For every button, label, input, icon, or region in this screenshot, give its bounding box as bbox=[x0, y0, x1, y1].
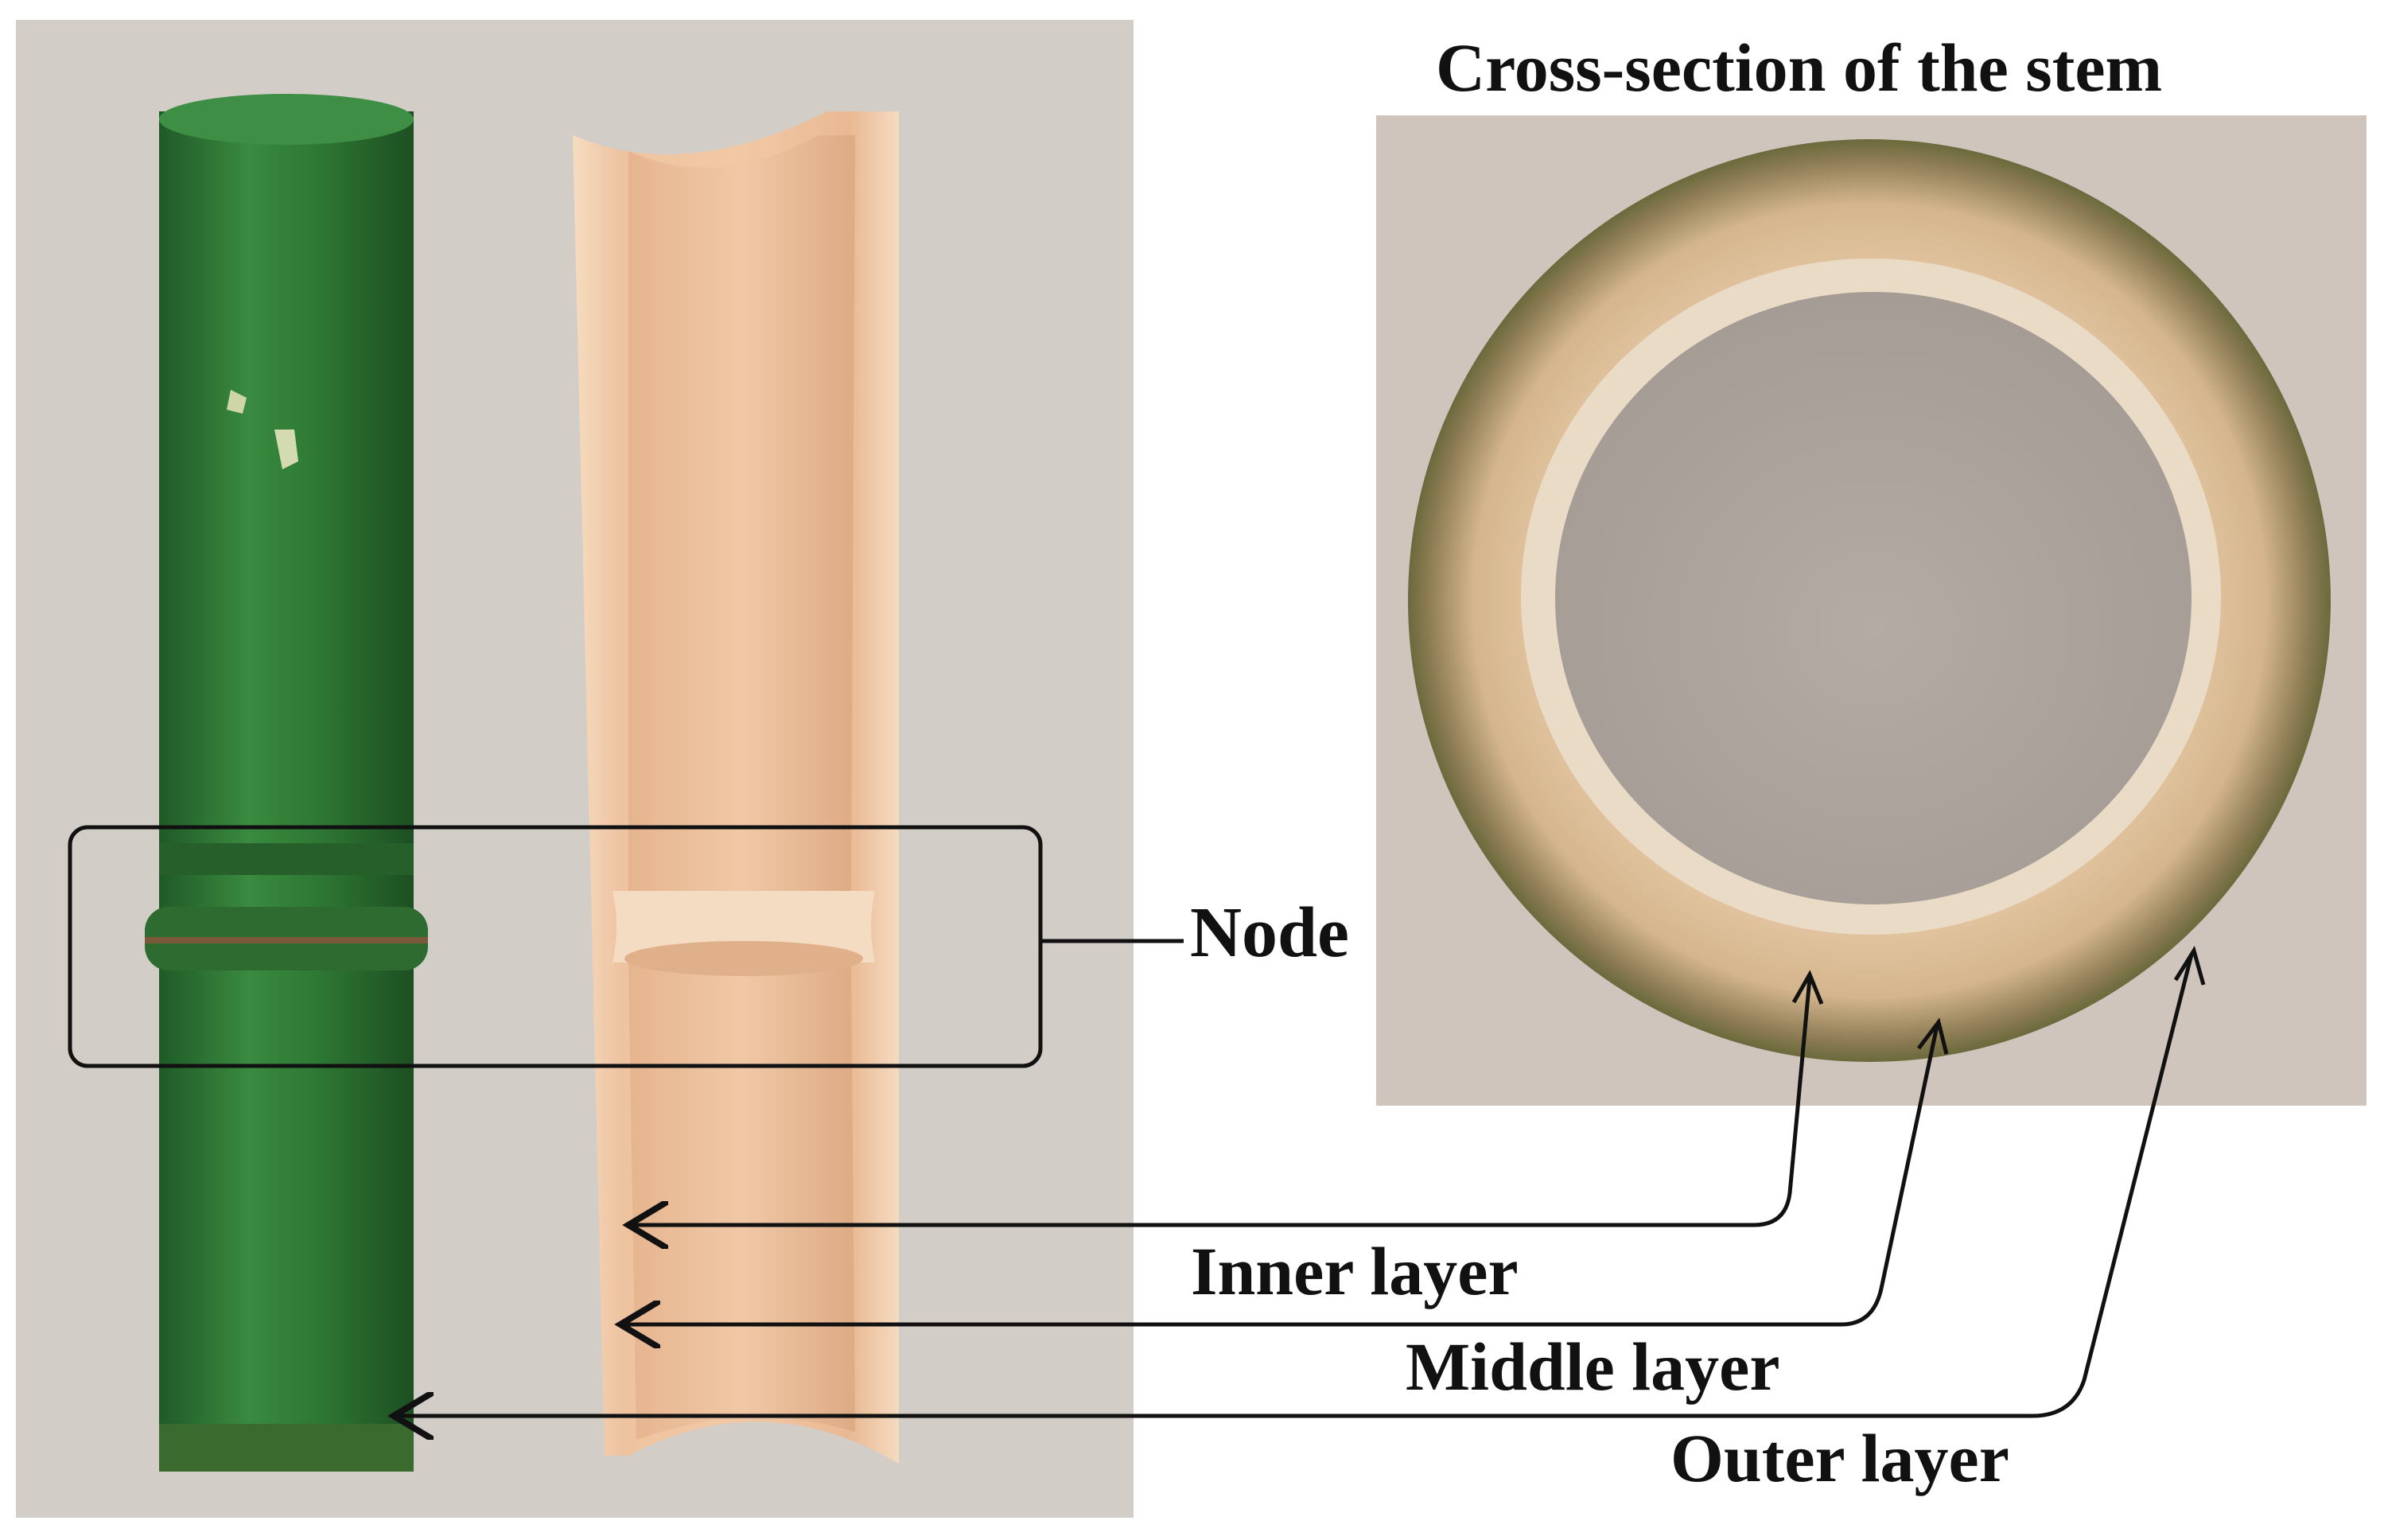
node-label: Node bbox=[1190, 893, 1349, 972]
middle-layer-label: Middle layer bbox=[1406, 1328, 1780, 1405]
inner-layer-arrow-head-up bbox=[1791, 970, 1824, 1005]
middle-layer-arrow bbox=[620, 1025, 1939, 1324]
split-bamboo-stem bbox=[573, 111, 899, 1464]
inner-layer-arrow bbox=[628, 978, 1812, 1225]
outer-layer-arrow-head-up bbox=[2173, 945, 2206, 986]
outer-layer-arrow bbox=[394, 954, 2194, 1416]
outer-layer-label: Outer layer bbox=[1670, 1420, 2009, 1496]
middle-layer-arrow-head-up bbox=[1917, 1017, 1949, 1055]
cross-section-title: Cross-section of the stem bbox=[1436, 29, 2163, 106]
node-box bbox=[68, 825, 1043, 1068]
cross-section-ring bbox=[1408, 139, 2331, 1062]
green-bamboo-stem bbox=[145, 94, 428, 1472]
inner-layer-label: Inner layer bbox=[1191, 1233, 1519, 1309]
